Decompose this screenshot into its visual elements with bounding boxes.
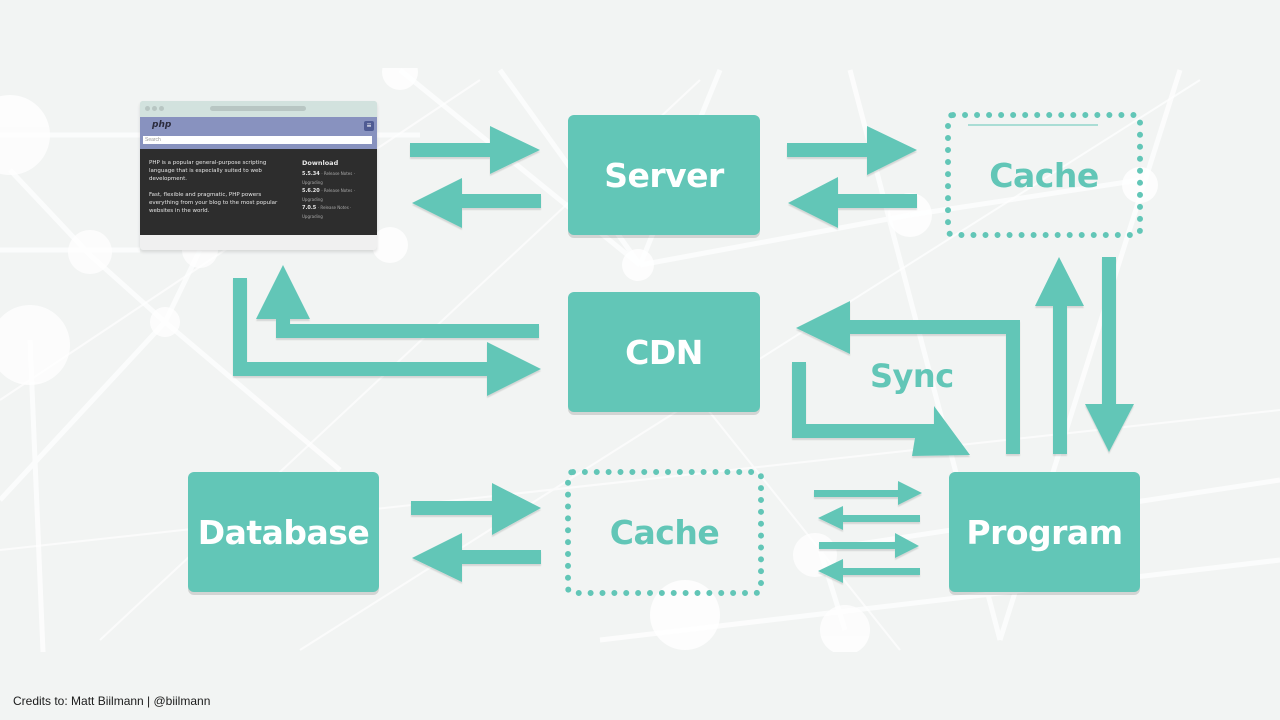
- release-notes-link: · Release Notes ·: [317, 205, 352, 210]
- browser-footer: [140, 235, 377, 250]
- hamburger-menu-icon: ≡: [364, 121, 374, 131]
- release-notes-link: · Release Notes ·: [321, 171, 355, 176]
- window-dot-icon: [159, 106, 164, 111]
- window-dot-icon: [152, 106, 157, 111]
- download-version-item: 7.0.5 · Release Notes · Upgrading: [302, 204, 372, 221]
- arrow-program-to-cache-2: [818, 559, 920, 583]
- arrow-cache-to-program-1: [814, 481, 922, 505]
- php-site-content: PHP is a popular general-purpose scripti…: [140, 149, 377, 235]
- arrow-browser-to-cdn: [233, 278, 541, 396]
- php-site-header: php ≡ Search: [140, 117, 377, 149]
- php-search-field: Search: [143, 136, 372, 144]
- arrow-cdn-to-browser: [256, 265, 539, 338]
- download-version-item: 5.6.20 · Release Notes · Upgrading: [302, 187, 372, 204]
- version-number: 5.5.34: [302, 171, 320, 177]
- cache-bottom-node: Cache: [565, 469, 764, 596]
- php-tagline-text: Fast, flexible and pragmatic, PHP powers…: [149, 192, 278, 214]
- sync-label: Sync: [870, 357, 954, 395]
- arrow-server-to-browser: [412, 178, 541, 228]
- version-number: 5.6.20: [302, 188, 320, 194]
- browser-url-bar: [210, 106, 306, 111]
- server-node: Server: [568, 115, 760, 235]
- arrow-cache-to-program-2: [819, 533, 919, 558]
- database-node: Database: [188, 472, 379, 592]
- arrow-cache-to-server: [788, 177, 917, 228]
- browser-titlebar: [140, 101, 377, 117]
- program-node: Program: [949, 472, 1140, 592]
- version-number: 7.0.5: [302, 205, 317, 211]
- php-logo: php: [152, 120, 172, 130]
- php-intro-text: PHP is a popular general-purpose scripti…: [149, 160, 267, 182]
- credits-text: Credits to: Matt Biilmann | @biilmann: [13, 694, 211, 708]
- arrow-program-to-cache-1: [818, 506, 920, 530]
- arrow-cdn-to-program: [792, 362, 970, 456]
- arrow-server-to-cache: [787, 126, 917, 175]
- download-heading: Download: [302, 159, 339, 167]
- arrow-database-to-cache: [411, 483, 541, 535]
- arrow-cache-to-database: [412, 533, 541, 582]
- download-version-item: 5.5.34 · Release Notes · Upgrading: [302, 170, 372, 187]
- arrow-program-to-cdn-sync: [796, 301, 1020, 454]
- upgrading-link: Upgrading: [302, 196, 323, 202]
- arrow-cache-to-program: [1085, 257, 1134, 452]
- cache-top-node: Cache: [945, 112, 1143, 238]
- window-dot-icon: [145, 106, 150, 111]
- arrow-program-to-cache: [1035, 257, 1084, 454]
- release-notes-link: · Release Notes ·: [321, 188, 355, 193]
- upgrading-link: Upgrading: [302, 179, 323, 185]
- cdn-node: CDN: [568, 292, 760, 412]
- arrow-browser-to-server: [410, 126, 540, 174]
- upgrading-link: Upgrading: [302, 213, 323, 219]
- browser-window-mockup: php ≡ Search PHP is a popular general-pu…: [140, 101, 377, 250]
